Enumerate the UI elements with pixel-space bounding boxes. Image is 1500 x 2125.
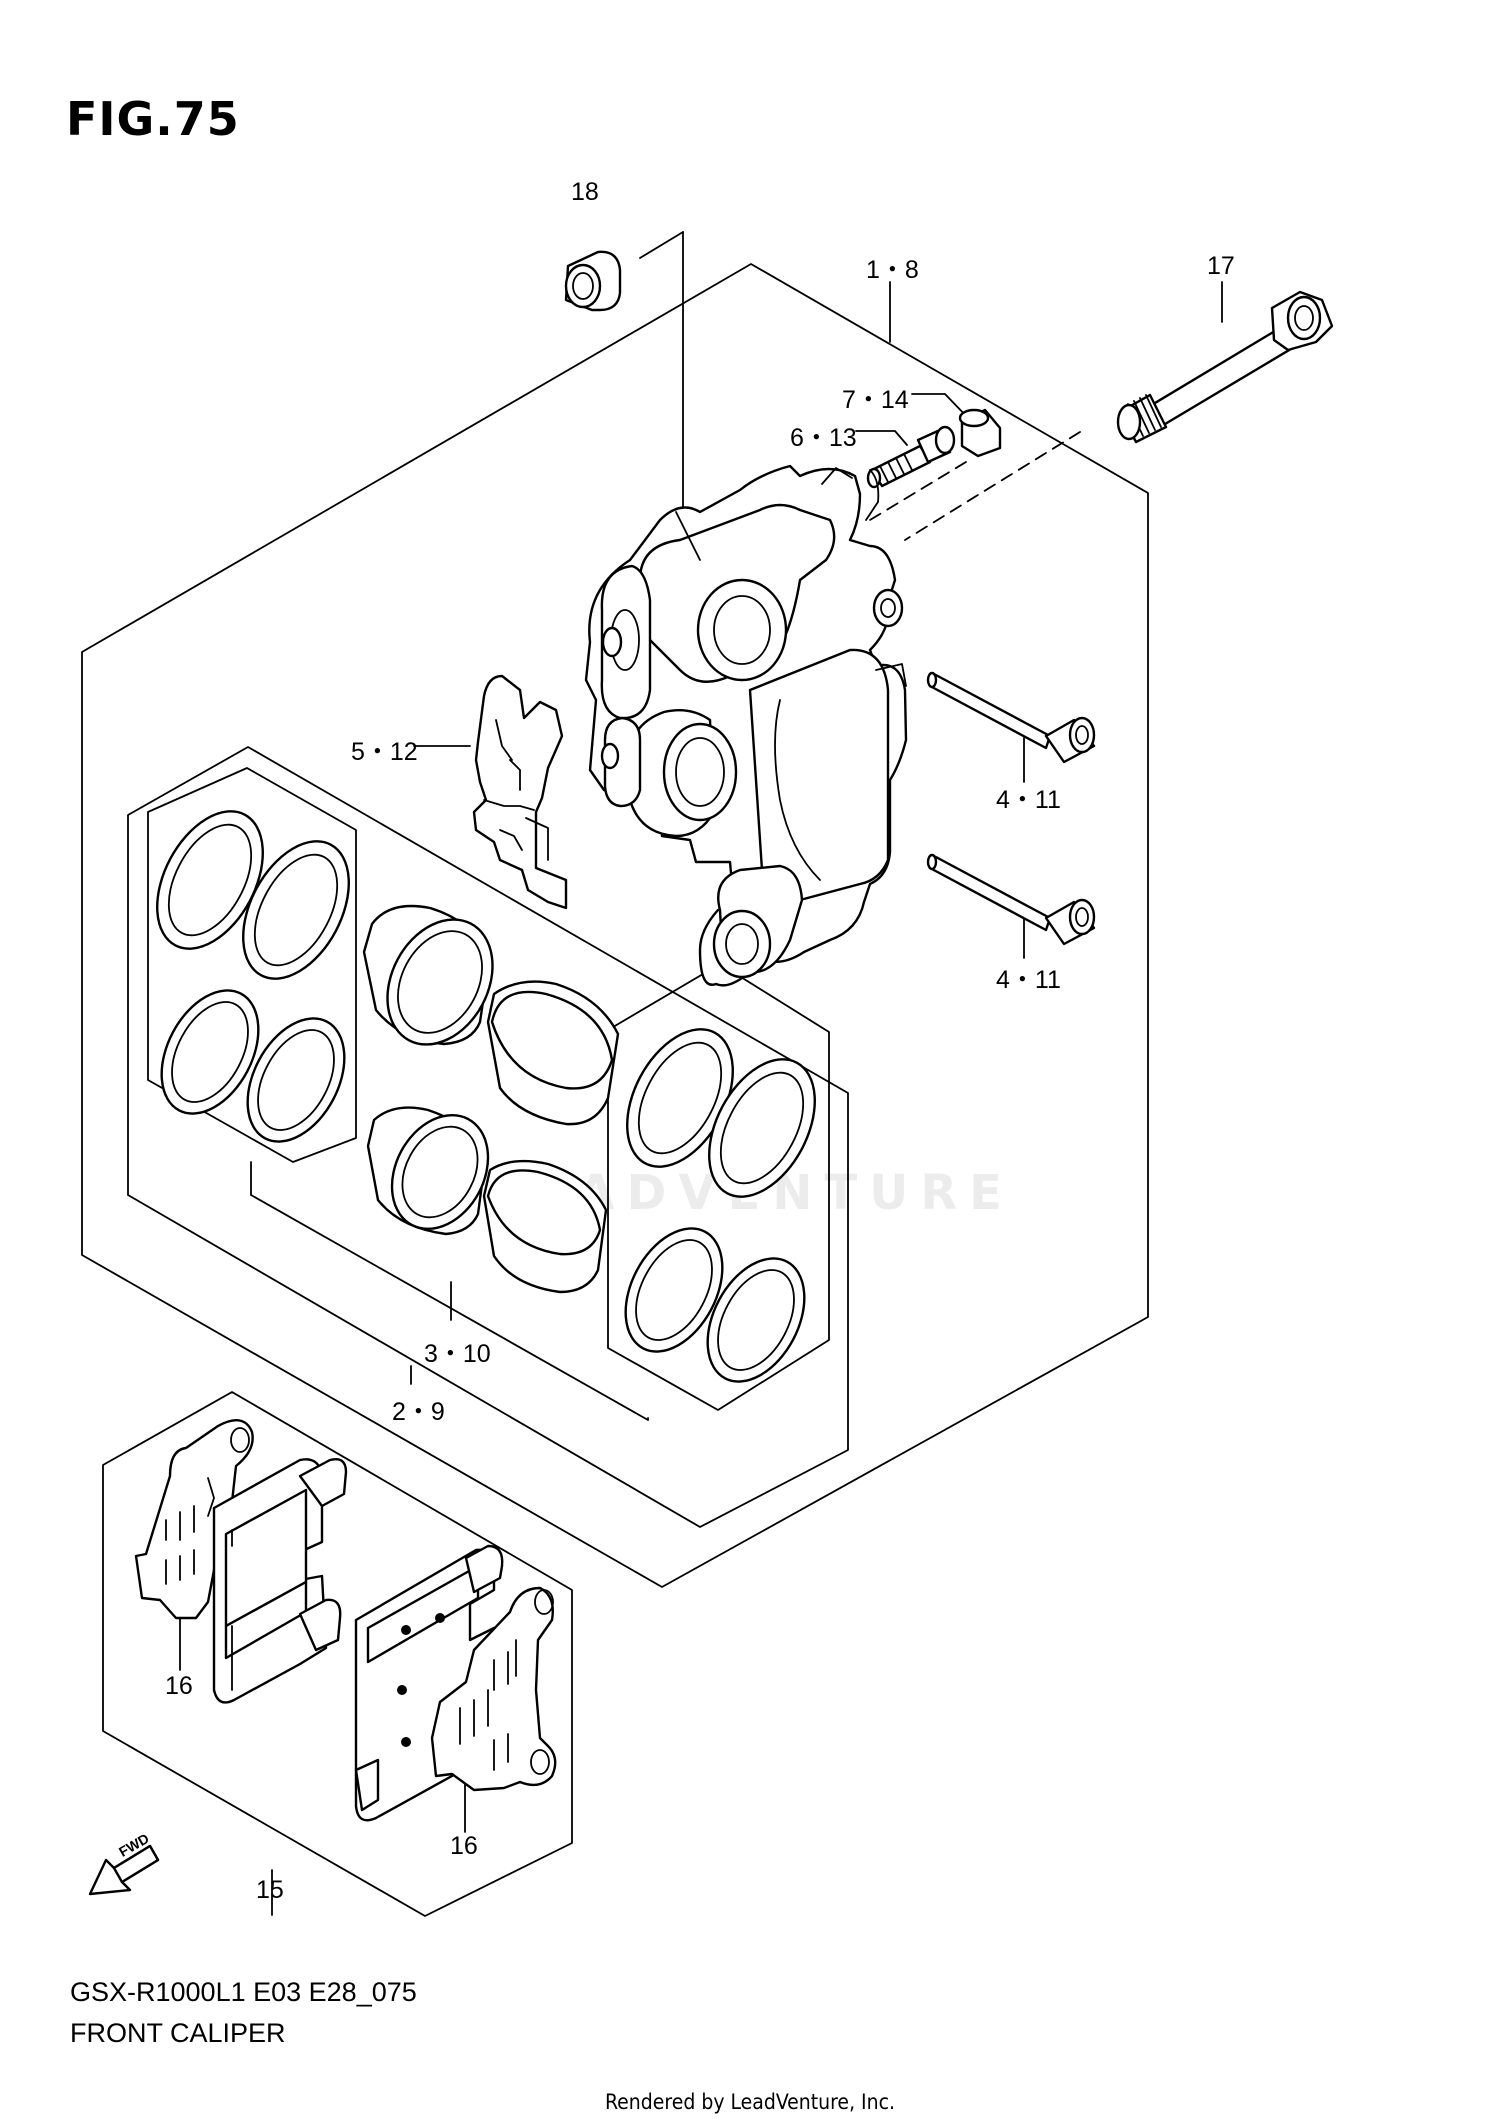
pad-spring-part-5-12 <box>472 674 568 910</box>
callout-2-9: 2・9 <box>392 1398 445 1426</box>
diagram-name: FRONT CALIPER <box>70 2018 286 2048</box>
rendered-by-credit: Rendered by LeadVenture, Inc. <box>605 2090 895 2114</box>
callout-5-12: 5・12 <box>351 738 418 766</box>
bleeder-screw-part-6-13 <box>866 425 956 489</box>
fwd-direction-arrow-icon <box>88 1844 160 1896</box>
pad-set-box <box>102 1391 573 1917</box>
callout-16-left: 16 <box>165 1672 193 1700</box>
piston-seals-left <box>156 810 350 1143</box>
model-code: GSX-R1000L1 E03 E28_075 <box>70 1977 417 2007</box>
pad-pin-part-4-11-lower <box>926 853 1096 946</box>
piston-seal-box-left <box>147 767 357 1163</box>
callout-4-11-upper: 4・11 <box>996 786 1061 814</box>
callout-18: 18 <box>571 178 599 206</box>
callout-7-14: 7・14 <box>842 386 909 414</box>
callout-3-10: 3・10 <box>424 1340 491 1368</box>
bleeder-cap-part-7-14 <box>958 408 1002 458</box>
caliper-assembly-box <box>81 263 1149 1588</box>
figure-title: FIG.75 <box>66 92 240 146</box>
mounting-bolt-part-17 <box>1116 290 1334 444</box>
callout-4-11-lower: 4・11 <box>996 966 1061 994</box>
guide-line-bolt <box>904 431 1081 541</box>
pad-pin-part-4-11-upper <box>926 671 1096 764</box>
callout-15: 15 <box>256 1876 284 1904</box>
callout-6-13: 6・13 <box>790 424 857 452</box>
callout-16-right: 16 <box>450 1832 478 1860</box>
cap-part-18 <box>564 250 622 312</box>
leader-6-13 <box>855 430 908 446</box>
leader-18-tick <box>639 231 684 259</box>
piston-seals-right <box>624 1028 816 1383</box>
callout-17: 17 <box>1207 252 1235 280</box>
brake-pad-part-15-left <box>212 1458 348 1704</box>
pad-shim-part-16-right <box>430 1586 557 1792</box>
seal-kit-box <box>127 746 849 1528</box>
leader-7-14 <box>911 393 971 421</box>
pistons <box>362 904 620 1294</box>
caliper-body-part-1-8 <box>584 464 908 987</box>
callout-1-8: 1・8 <box>866 256 919 284</box>
seal-box-bracket <box>250 1161 649 1421</box>
